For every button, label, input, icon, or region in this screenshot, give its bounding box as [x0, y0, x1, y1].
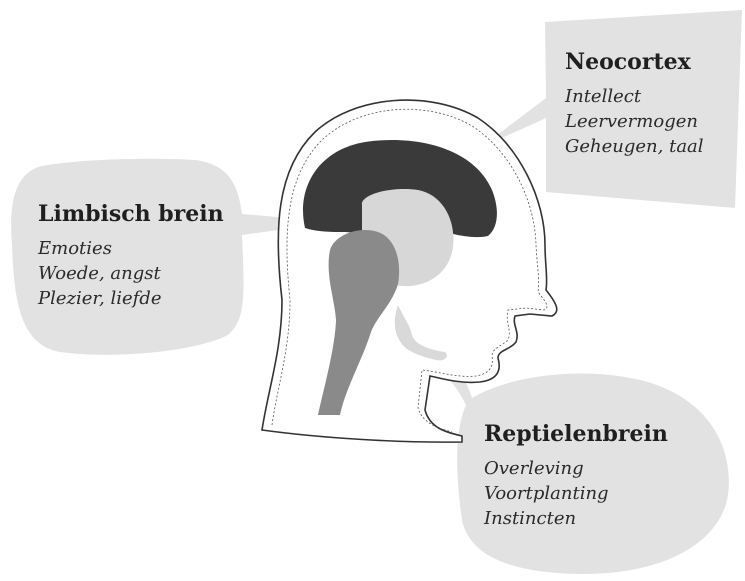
reptile-callout: Reptielenbrein Overleving Voortplanting … — [484, 420, 668, 531]
neocortex-line: Intellect — [565, 84, 704, 109]
neocortex-title: Neocortex — [565, 48, 704, 76]
neocortex-line: Geheugen, taal — [565, 134, 704, 159]
neocortex-line: Leervermogen — [565, 109, 704, 134]
limbic-line: Plezier, liefde — [38, 286, 224, 311]
reptile-line: Instincten — [484, 506, 668, 531]
reptile-line: Overleving — [484, 456, 668, 481]
neocortex-callout: Neocortex Intellect Leervermogen Geheuge… — [565, 48, 704, 159]
reptile-title: Reptielenbrein — [484, 420, 668, 448]
limbic-title: Limbisch brein — [38, 200, 224, 228]
limbic-callout: Limbisch brein Emoties Woede, angst Plez… — [38, 200, 224, 311]
reptile-line: Voortplanting — [484, 481, 668, 506]
limbic-line: Emoties — [38, 236, 224, 261]
limbic-line: Woede, angst — [38, 261, 224, 286]
